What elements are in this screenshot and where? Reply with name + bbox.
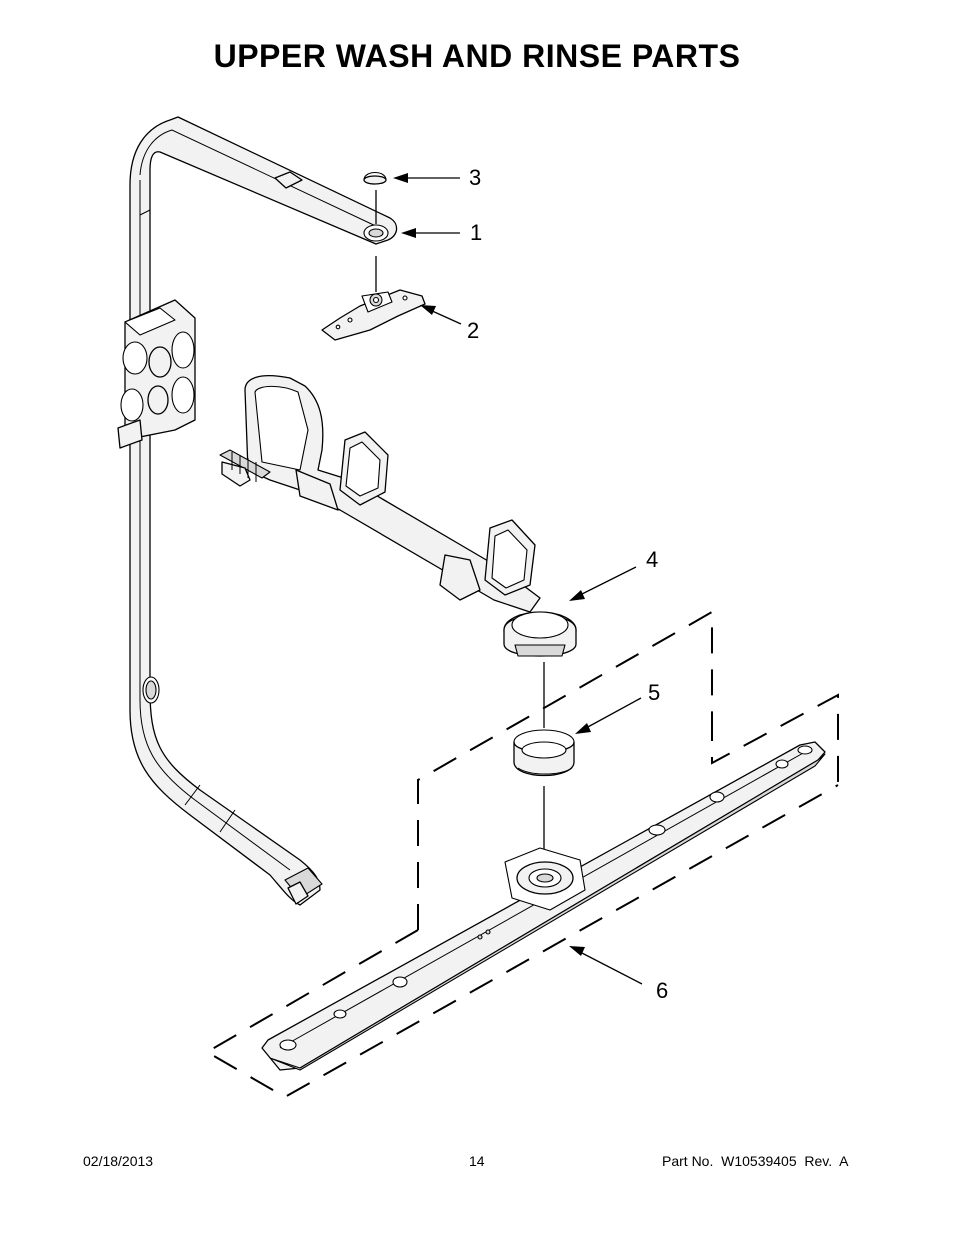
callout-6: 6 (656, 978, 669, 1003)
callout-3: 3 (469, 165, 482, 190)
footer-date: 02/18/2013 (83, 1153, 154, 1169)
tube-mounting-bracket (117, 299, 196, 449)
part-6-lower-spray-arm (261, 741, 826, 1071)
supply-tube-assembly (129, 116, 398, 906)
callout-arrows (393, 173, 643, 985)
callout-1: 1 (470, 220, 483, 245)
callout-2: 2 (467, 318, 480, 343)
page-title: UPPER WASH AND RINSE PARTS (213, 38, 741, 74)
part-2-upper-spray-arm (321, 289, 426, 341)
callout-4: 4 (646, 547, 659, 572)
part-4-manifold-conduit (219, 375, 577, 657)
part-5-seal-ring (513, 729, 575, 777)
footer-page-number: 14 (469, 1153, 485, 1169)
part-3-cap (363, 171, 387, 185)
assembly-dashed-outline (205, 610, 839, 1099)
footer-part-number: Part No. W10539405 Rev. A (662, 1153, 849, 1169)
part-1-spray-arm-mount (363, 224, 389, 242)
callout-5: 5 (648, 680, 661, 705)
alignment-lines (375, 190, 545, 858)
